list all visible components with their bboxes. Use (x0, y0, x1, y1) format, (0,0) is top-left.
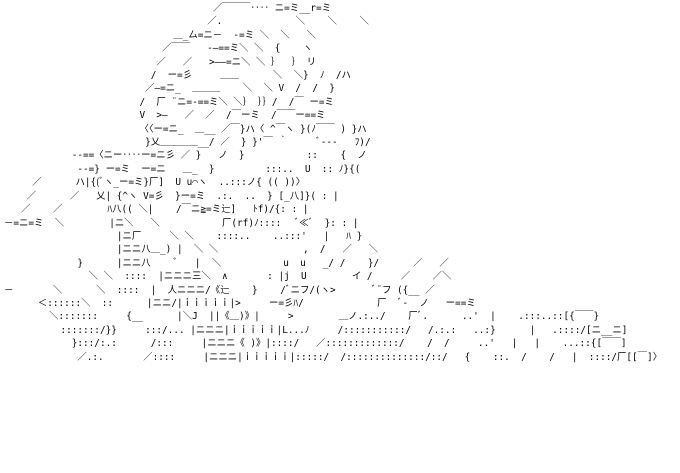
ascii-art-text: ／￣￣￣‥‥ ニ=ミ__r=ミ ／. ＼ ＼ ＼ ＿_厶=ニ－ -=ミ ＼ ＼ … (4, 3, 663, 363)
